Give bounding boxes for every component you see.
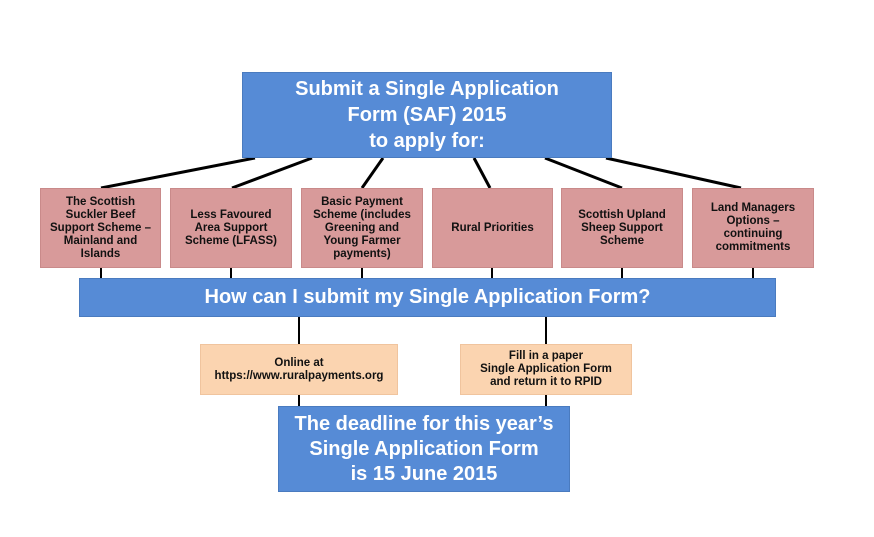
scheme-box-basic-payment: Basic Payment Scheme (includes Greening … (301, 188, 423, 268)
submit-saf-header-text: Submit a Single Application Form (SAF) 2… (295, 78, 559, 152)
connector-top-to-scheme-4 (472, 157, 492, 189)
how-to-submit-text: How can I submit my Single Application F… (204, 286, 651, 308)
connector-top-to-scheme-6 (605, 156, 742, 190)
scheme-box-lfass: Less Favoured Area Support Scheme (LFASS… (170, 188, 292, 268)
submit-saf-header-box: Submit a Single Application Form (SAF) 2… (242, 72, 612, 158)
connector-top-to-scheme-2 (231, 156, 313, 190)
option-label: Online at https://www.ruralpayments.org (214, 356, 384, 382)
option-box-online: Online at https://www.ruralpayments.org (200, 344, 398, 395)
scheme-label: Scottish Upland Sheep Support Scheme (578, 208, 666, 247)
how-to-submit-bar: How can I submit my Single Application F… (79, 278, 776, 317)
scheme-label: The Scottish Suckler Beef Support Scheme… (50, 195, 151, 260)
scheme-box-land-managers-options: Land Managers Options – continuing commi… (692, 188, 814, 268)
deadline-box: The deadline for this year’s Single Appl… (278, 406, 570, 492)
deadline-text: The deadline for this year’s Single Appl… (294, 412, 554, 485)
option-label: Fill in a paper Single Application Form … (480, 350, 612, 388)
scheme-box-suckler-beef: The Scottish Suckler Beef Support Scheme… (40, 188, 161, 268)
scheme-label: Basic Payment Scheme (includes Greening … (313, 195, 411, 260)
scheme-box-rural-priorities: Rural Priorities (432, 188, 553, 268)
option-box-paper-form: Fill in a paper Single Application Form … (460, 344, 632, 395)
connector-top-to-scheme-3 (360, 157, 385, 189)
connector-top-to-scheme-1 (100, 156, 256, 190)
connector-top-to-scheme-5 (544, 156, 623, 190)
scheme-label: Less Favoured Area Support Scheme (LFASS… (184, 208, 278, 247)
scheme-box-upland-sheep: Scottish Upland Sheep Support Scheme (561, 188, 683, 268)
scheme-label: Land Managers Options – continuing commi… (710, 202, 796, 253)
scheme-label: Rural Priorities (451, 221, 534, 234)
